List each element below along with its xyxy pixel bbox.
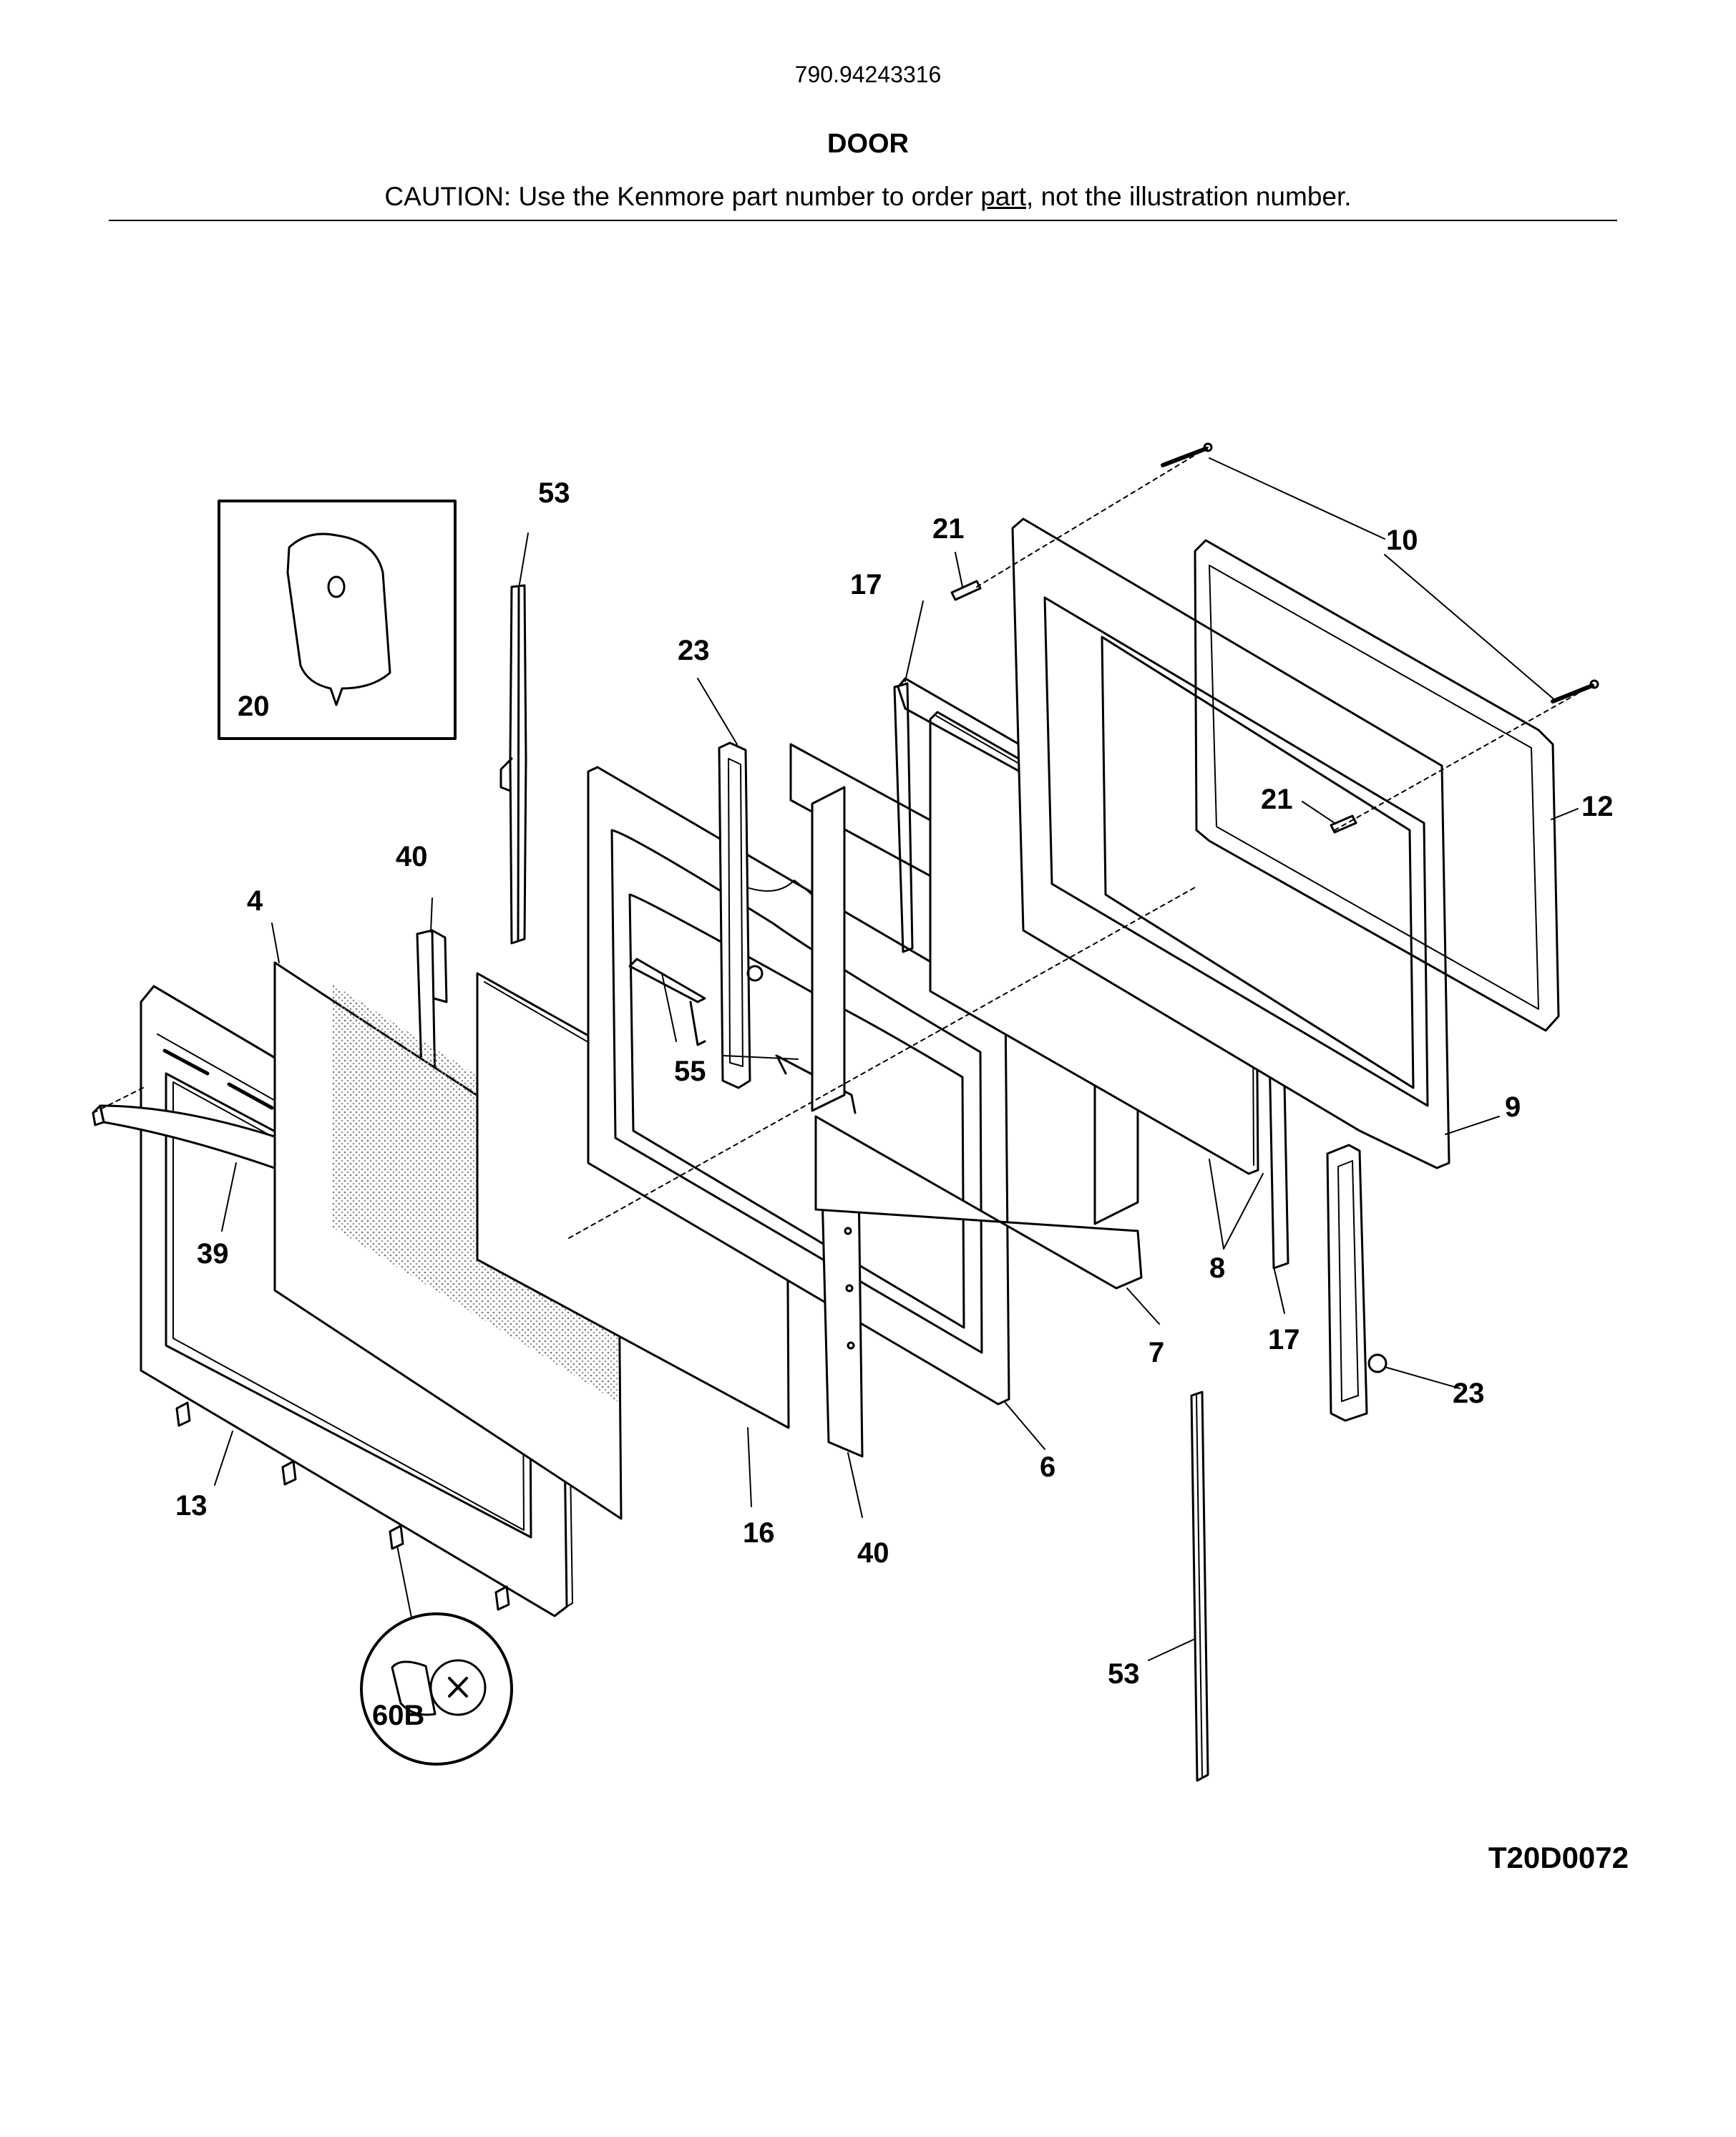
part-23-top-hinge [718, 741, 764, 1089]
part-53-top-trim [499, 584, 527, 945]
model-number: 790.94243316 [794, 62, 942, 87]
callout-16: 16 [743, 1517, 775, 1549]
part-60b-screw-detail [360, 1612, 513, 1766]
caution-part-link[interactable]: part [980, 182, 1027, 211]
callout-40-bottom: 40 [857, 1537, 889, 1569]
part-55-brackets [628, 958, 857, 1114]
assembly-lines [92, 447, 1595, 1239]
part-53-bottom-trim [1190, 1391, 1209, 1782]
caution-prefix: CAUTION: Use the Kenmore part number to … [384, 182, 981, 211]
callout-60b: 60B [372, 1700, 424, 1731]
section-title: DOOR [827, 129, 909, 159]
caution-suffix: , not the illustration number. [1026, 182, 1352, 211]
part-10-screws [1161, 442, 1599, 704]
callout-4: 4 [247, 885, 263, 917]
leader-lines [214, 457, 1579, 1661]
callout-6: 6 [1040, 1451, 1055, 1483]
callout-20: 20 [238, 691, 270, 722]
diagram-id: T20D0072 [1488, 1841, 1629, 1874]
callout-21-mid: 21 [1261, 784, 1293, 815]
part-21-clips [950, 580, 1357, 834]
callout-23-bottom: 23 [1453, 1378, 1485, 1409]
callout-55: 55 [674, 1056, 706, 1087]
callout-21-top: 21 [932, 513, 965, 545]
callout-13: 13 [175, 1490, 208, 1522]
callout-7: 7 [1149, 1337, 1164, 1368]
callout-10: 10 [1386, 525, 1418, 556]
callout-17-bottom: 17 [1268, 1324, 1300, 1355]
part-12-gasket [1194, 539, 1560, 1032]
caution-note: CAUTION: Use the Kenmore part number to … [0, 182, 1736, 212]
callout-17-top: 17 [850, 569, 882, 600]
part-13-screws [175, 1401, 510, 1611]
callout-40-top: 40 [396, 841, 428, 872]
callout-23-top: 23 [678, 635, 710, 666]
callout-labels: 53 20 21 10 17 23 12 21 40 4 55 9 39 8 7… [175, 477, 1614, 1731]
callout-39: 39 [197, 1238, 229, 1270]
callout-9: 9 [1505, 1091, 1521, 1123]
part-23-bottom-hinge [1326, 1144, 1388, 1422]
callout-53-top: 53 [538, 477, 570, 509]
callout-53-bottom: 53 [1108, 1658, 1140, 1690]
inset-box-part-20 [218, 500, 457, 740]
header-rule [109, 220, 1617, 221]
part-9-door-liner [1011, 517, 1450, 1169]
callout-12: 12 [1581, 791, 1614, 822]
callout-8: 8 [1209, 1252, 1225, 1284]
